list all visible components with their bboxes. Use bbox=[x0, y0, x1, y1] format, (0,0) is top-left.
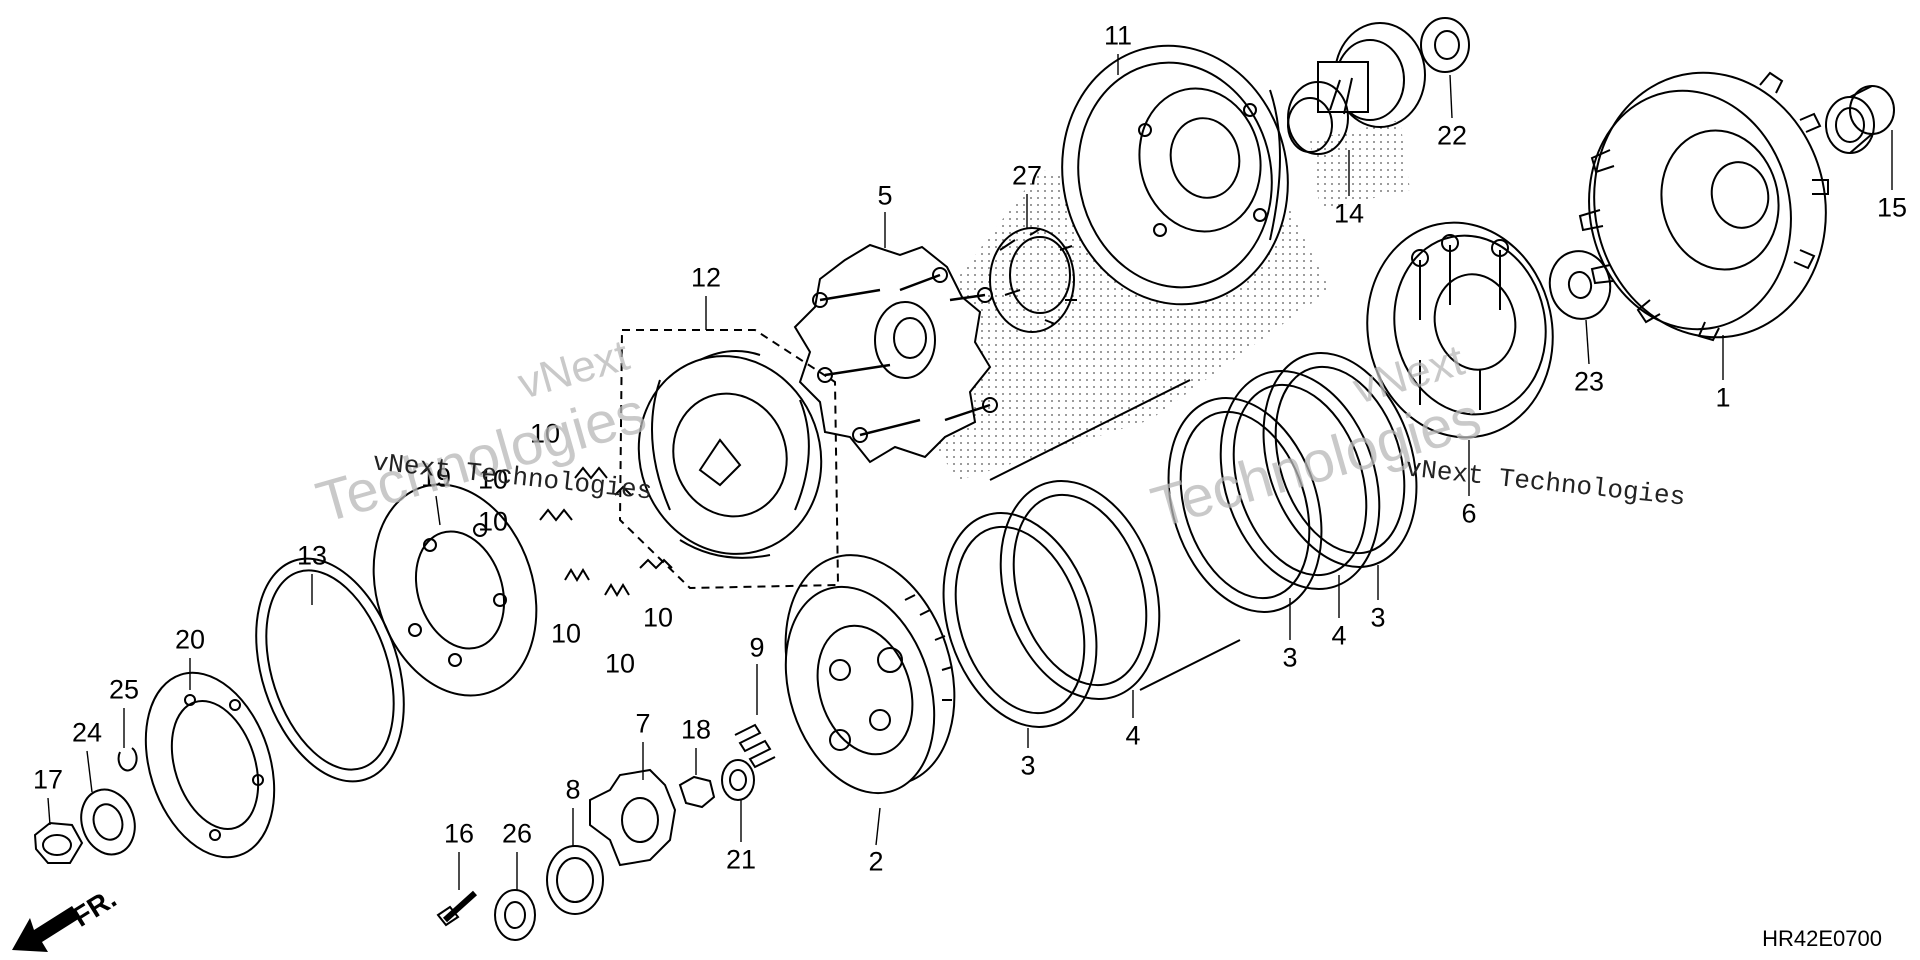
clutch-plate bbox=[999, 479, 1161, 701]
bearing-holder bbox=[546, 845, 604, 915]
part-callout-p3c: 3 bbox=[1370, 602, 1386, 633]
retaining-clip bbox=[117, 747, 138, 772]
part-callout-p7: 7 bbox=[635, 708, 651, 739]
part-callout-p27: 27 bbox=[1011, 160, 1043, 191]
part-callout-p22: 22 bbox=[1436, 120, 1468, 151]
lock-washer bbox=[80, 788, 136, 856]
part-callout-p6: 6 bbox=[1461, 498, 1477, 529]
part-callout-p15: 15 bbox=[1876, 192, 1908, 223]
drive-plate bbox=[793, 243, 998, 464]
clutch-weight-springs bbox=[539, 466, 673, 597]
part-callout-p16: 16 bbox=[443, 818, 475, 849]
part-callout-p10e: 10 bbox=[604, 648, 636, 679]
part-callout-p23: 23 bbox=[1573, 366, 1605, 397]
weight-plate bbox=[372, 483, 538, 697]
part-callout-p11: 11 bbox=[1103, 20, 1133, 51]
part-callout-p10b: 10 bbox=[477, 464, 509, 495]
part-callout-p25: 25 bbox=[108, 674, 140, 705]
part-callout-p24: 24 bbox=[71, 717, 103, 748]
part-callout-p19: 19 bbox=[420, 462, 452, 493]
flange-nut bbox=[678, 775, 716, 809]
part-callout-p13: 13 bbox=[296, 540, 328, 571]
lock-nut bbox=[33, 821, 84, 864]
clutch-outer-housing bbox=[1578, 71, 1829, 342]
friction-disc-2 bbox=[1167, 397, 1323, 613]
part-callout-p5: 5 bbox=[877, 180, 893, 211]
part-callout-p21: 21 bbox=[725, 844, 757, 875]
part-callout-p26: 26 bbox=[501, 818, 533, 849]
clutch-drum bbox=[1061, 44, 1289, 306]
part-callout-p10a: 10 bbox=[529, 418, 561, 449]
part-callout-p18: 18 bbox=[680, 714, 712, 745]
part-callout-p14: 14 bbox=[1333, 198, 1365, 229]
friction-disc-3 bbox=[1262, 352, 1418, 568]
friction-disc bbox=[942, 512, 1098, 728]
large-ring bbox=[255, 557, 405, 783]
cover-plate bbox=[144, 671, 276, 859]
part-callout-p10f: 10 bbox=[642, 602, 674, 633]
clutch-center bbox=[1366, 221, 1554, 439]
part-callout-p10c: 10 bbox=[477, 506, 509, 537]
part-callout-p1: 1 bbox=[1715, 382, 1731, 413]
diagram-code: HR42E0700 bbox=[1762, 926, 1882, 951]
part-callout-p20: 20 bbox=[174, 624, 206, 655]
part-callout-p3b: 3 bbox=[1282, 642, 1298, 673]
pressure-plate bbox=[784, 554, 956, 795]
part-callout-p17: 17 bbox=[32, 764, 64, 795]
ball-bearing bbox=[494, 889, 536, 941]
clutch-spring bbox=[734, 723, 776, 769]
front-direction-arrow-icon bbox=[12, 906, 80, 952]
hex-bolt bbox=[436, 890, 478, 927]
part-callout-p10d: 10 bbox=[550, 618, 582, 649]
clutch-plate-2 bbox=[1219, 369, 1381, 591]
collar-bushing bbox=[1825, 85, 1895, 154]
part-callout-p9: 9 bbox=[749, 632, 765, 663]
upper-washer bbox=[1420, 17, 1470, 73]
part-callout-p2: 2 bbox=[868, 846, 884, 877]
part-callout-p4a: 4 bbox=[1125, 720, 1141, 751]
primary-drive-gear bbox=[1287, 22, 1426, 155]
small-washer bbox=[721, 759, 755, 801]
part-callout-p3a: 3 bbox=[1020, 750, 1036, 781]
one-way-clutch bbox=[989, 227, 1077, 333]
lifter-plate bbox=[589, 768, 677, 867]
part-callout-p4b: 4 bbox=[1331, 620, 1347, 651]
clutch-weight-assembly bbox=[618, 329, 840, 590]
part-callout-p12: 12 bbox=[690, 262, 722, 293]
part-callout-p8: 8 bbox=[565, 774, 581, 805]
thrust-washer bbox=[1548, 250, 1612, 320]
